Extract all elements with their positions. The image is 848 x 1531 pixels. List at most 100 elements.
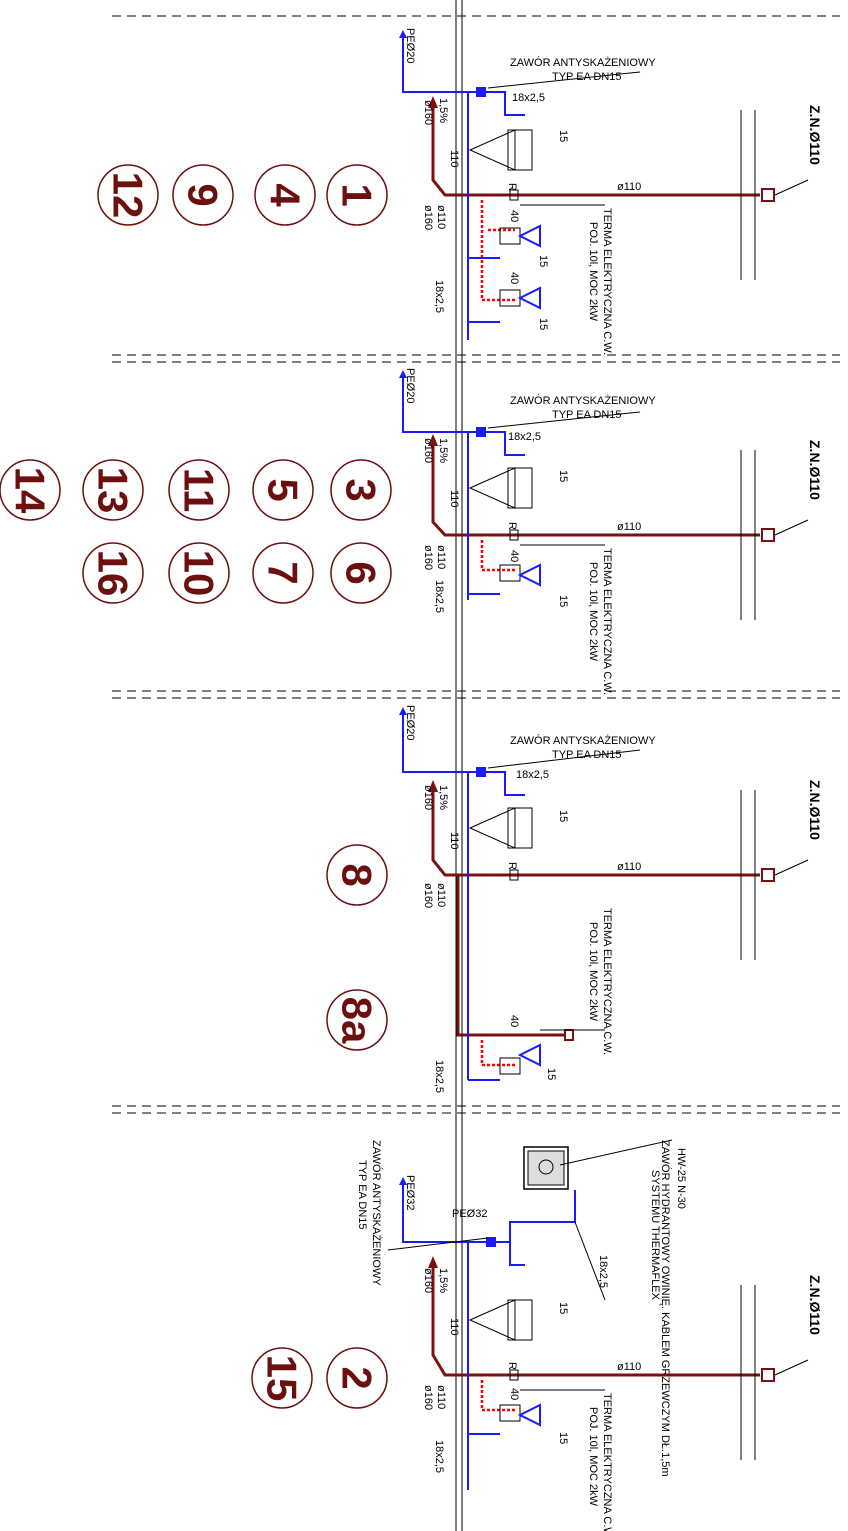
terma-label-1: TERMA ELEKTRYCZNA C.W. xyxy=(601,908,613,1055)
washbasin-box xyxy=(507,807,533,849)
d160-label: ø160 xyxy=(422,1268,434,1293)
sink-icon xyxy=(517,1403,541,1427)
pe32-label-b: PEØ32 xyxy=(452,1208,487,1220)
n15-label: 15 xyxy=(557,470,569,482)
valve-label-1: ZAWÓR ANTYSKAŻENIOWY xyxy=(370,1140,383,1286)
valve-label-1: ZAWÓR ANTYSKAŻENIOWY xyxy=(510,56,656,69)
zn-tag: Z.N.Ø110 xyxy=(807,1275,823,1335)
arrow-icon xyxy=(399,707,407,715)
valve-icon xyxy=(476,87,486,97)
d110-label: ø110 xyxy=(435,883,447,907)
n15-label: 15 xyxy=(545,1068,557,1080)
bubble-label: 16 xyxy=(90,550,137,597)
hydrant-cabinet xyxy=(523,1146,569,1190)
valve-label-2: TYP EA DN15 xyxy=(552,749,622,761)
valve-label-2: TYP EA DN15 xyxy=(552,409,622,421)
arrow-icon xyxy=(399,1177,407,1185)
bubble-group-2: 3 5 11 13 14 6 7 10 16 xyxy=(0,459,392,604)
number-bubble: 11 xyxy=(168,459,230,521)
d110-label: ø110 xyxy=(617,861,641,873)
number-bubble: 12 xyxy=(97,164,159,226)
number-bubble: 10 xyxy=(168,542,230,604)
number-bubble: 7 xyxy=(252,542,314,604)
cleanout-r xyxy=(509,869,519,881)
cleanout-box xyxy=(761,868,775,882)
n15-label: 15 xyxy=(557,1432,569,1444)
bubble-label: 6 xyxy=(338,561,385,584)
washbasin-box xyxy=(507,129,533,171)
bubble-label: 12 xyxy=(105,172,152,219)
n15-label: 15 xyxy=(537,318,549,330)
terma-label-1: TERMA ELEKTRYCZNA C.W. xyxy=(601,1393,613,1531)
bubble-label: 14 xyxy=(7,467,54,514)
terma-label-2: POJ. 10l, MOC 2kW xyxy=(587,562,599,662)
d160-label: ø160 xyxy=(422,883,434,908)
d160-label: ø160 xyxy=(422,205,434,230)
bubble-label: 8 xyxy=(334,863,381,886)
arrow-icon xyxy=(399,370,407,378)
d110-label: ø110 xyxy=(435,205,447,229)
heater-icon xyxy=(499,1404,521,1422)
leader-line xyxy=(487,749,641,769)
valve-icon xyxy=(476,427,486,437)
terma-label-1: TERMA ELEKTRYCZNA C.W. xyxy=(601,208,613,355)
cleanout-r xyxy=(509,529,519,541)
n40-label: 40 xyxy=(508,1388,520,1400)
riser-panel-1: PEØ20 Z.N.Ø110 ø110 R ZAWÓR ANTYSKAŻENIO… xyxy=(399,28,823,355)
zn-tag: Z.N.Ø110 xyxy=(807,780,823,840)
n110-label: 110 xyxy=(448,832,460,850)
leader-line xyxy=(559,1139,673,1166)
bubble-label: 2 xyxy=(334,1366,381,1389)
number-bubble: 4 xyxy=(254,164,316,226)
d160-label: ø160 xyxy=(422,545,434,570)
leader-line xyxy=(387,1237,489,1251)
n15-label: 15 xyxy=(557,595,569,607)
number-bubble: 13 xyxy=(82,459,144,521)
n40-label: 40 xyxy=(508,272,520,284)
riser-panel-3: PEØ20 Z.N.Ø110 ø110 R ZAWÓR ANTYSKAŻENIO… xyxy=(399,705,823,1093)
cold-branch xyxy=(509,1242,525,1266)
terma-label-2: POJ. 10l, MOC 2kW xyxy=(587,922,599,1022)
bubble-label: 9 xyxy=(180,183,227,206)
pe20-cold-water-line xyxy=(402,715,475,773)
cleanout-box xyxy=(761,1368,775,1382)
valve-label-1: ZAWÓR ANTYSKAŻENIOWY xyxy=(510,734,656,747)
number-bubble: 6 xyxy=(330,542,392,604)
pipe-label: 18x2,5 xyxy=(433,280,445,313)
pe20-label: PEØ20 xyxy=(404,368,416,403)
n15-label: 15 xyxy=(557,1302,569,1314)
number-bubble: 8a xyxy=(326,989,388,1051)
d160-label: ø160 xyxy=(422,1385,434,1410)
hot-water-line xyxy=(480,540,515,572)
d110-label: ø110 xyxy=(617,521,641,533)
cleanout-box xyxy=(761,528,775,542)
riser-panel-4: PEØ32 PEØ32 HW-25 N-30 ZAWÓR HYDRANTOWY … xyxy=(356,1139,823,1531)
number-bubble: 14 xyxy=(0,459,61,521)
n15-label: 15 xyxy=(557,810,569,822)
slope-label: 1,5% xyxy=(437,98,449,123)
pipe-label: 18x2,5 xyxy=(508,431,541,443)
n15-label: 15 xyxy=(557,130,569,142)
d160-label: ø160 xyxy=(422,438,434,463)
n40-label: 40 xyxy=(508,210,520,222)
number-bubble: 9 xyxy=(172,164,234,226)
hot-water-line xyxy=(480,200,515,302)
pipe-label: 18x2,5 xyxy=(433,1060,445,1093)
riser-panel-2: PEØ20 Z.N.Ø110 ø110 R ZAWÓR ANTYSKAŻENIO… xyxy=(399,368,823,695)
sewer-main xyxy=(431,785,760,877)
pe32-label: PEØ32 xyxy=(404,1175,416,1210)
cold-branch xyxy=(475,771,525,796)
number-bubble: 8 xyxy=(326,844,388,906)
bubble-group-1: 1 4 9 12 xyxy=(97,164,388,226)
arrow-icon xyxy=(399,30,407,38)
valve-icon xyxy=(486,1237,496,1247)
r-label: R xyxy=(506,183,518,191)
sewer-main xyxy=(431,438,760,537)
bubble-label: 8a xyxy=(334,997,381,1044)
sink-icon xyxy=(517,224,541,248)
bubble-label: 3 xyxy=(338,478,385,501)
washbasin-icon xyxy=(468,129,516,171)
arrow-icon xyxy=(428,434,438,446)
valve-label-2: TYP EA DN15 xyxy=(552,71,622,83)
r-label: R xyxy=(506,522,518,530)
